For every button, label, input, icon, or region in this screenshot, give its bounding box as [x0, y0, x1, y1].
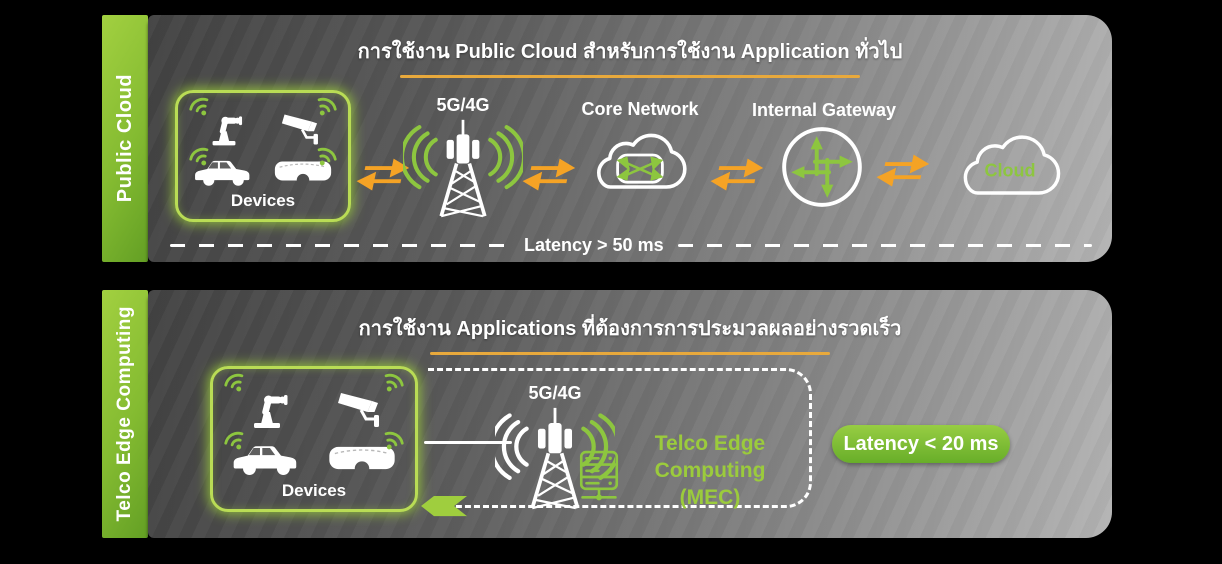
wifi-signal-icon [384, 431, 404, 450]
car-icon [194, 160, 249, 186]
devices-label: Devices [281, 481, 347, 500]
mec-label: Telco Edge Computing (MEC) [615, 430, 805, 511]
telco-edge-title: การใช้งาน Applications ที่ต้องการการประม… [358, 318, 902, 340]
connection-line [424, 441, 512, 444]
wifi-signal-icon [317, 147, 337, 166]
telco-edge-panel: การใช้งาน Applications ที่ต้องการการประม… [148, 290, 1112, 538]
devices-box: Devices [210, 366, 418, 512]
vr-goggles-device [263, 147, 342, 191]
connected-car-device [184, 147, 263, 191]
title-underline [400, 75, 860, 78]
robot-arm-device [219, 373, 314, 435]
edge-server-icon [579, 450, 619, 501]
wifi-signal-icon [224, 373, 244, 392]
cloud-icon [963, 135, 1061, 195]
cell-tower-icon [403, 119, 523, 218]
exchange-arrows-icon [522, 158, 576, 191]
robot-arm-icon [253, 395, 287, 428]
cell-tower-icon [495, 407, 615, 510]
exchange-arrows-icon [356, 158, 410, 191]
cctv-camera-device [314, 373, 409, 435]
wifi-signal-icon [189, 97, 209, 116]
mec-label-line1: Telco Edge Computing [654, 432, 766, 482]
dashed-line [677, 243, 1092, 247]
public-cloud-title-wrap: การใช้งาน Public Cloud สำหรับการใช้งาน A… [148, 35, 1112, 78]
latency-line: Latency > 50 ms [170, 235, 1092, 255]
connected-car-device [219, 431, 314, 481]
wifi-signal-icon [317, 97, 337, 116]
mec-dashed-boundary [428, 368, 812, 508]
cloud-node: Cloud [945, 121, 1075, 213]
return-arrow-icon [421, 495, 467, 517]
robot-arm-device [184, 97, 263, 151]
public-cloud-panel: การใช้งาน Public Cloud สำหรับการใช้งาน A… [148, 15, 1112, 262]
cctv-camera-device [263, 97, 342, 151]
tower-label: 5G/4G [436, 95, 490, 115]
wifi-signal-icon [224, 431, 244, 450]
telco-edge-section: Telco Edge Computing การใช้งาน Applicati… [102, 290, 1112, 538]
internal-gateway-icon [782, 127, 862, 207]
cctv-camera-icon [337, 393, 379, 427]
exchange-arrows-icon [710, 158, 764, 191]
exchange-arrows-icon [876, 154, 930, 187]
vr-goggles-icon [328, 446, 395, 470]
public-cloud-title: การใช้งาน Public Cloud สำหรับการใช้งาน A… [357, 41, 903, 63]
tower-node: 5G/4G [403, 95, 523, 218]
wifi-signal-icon [384, 373, 404, 392]
wifi-signal-icon [189, 147, 209, 166]
devices-label: Devices [230, 191, 296, 210]
cloud-label: Cloud [984, 160, 1036, 181]
dashed-line [170, 243, 510, 247]
internal-gateway-label: Internal Gateway [752, 100, 897, 120]
devices-box: Devices [175, 90, 351, 222]
vr-goggles-icon [274, 161, 331, 181]
tower-node: 5G/4G [495, 383, 615, 510]
devices-grid [219, 373, 409, 481]
internal-gateway-node: Internal Gateway [752, 100, 897, 211]
core-network-node: Core Network [580, 99, 700, 204]
latency-badge: Latency < 20 ms [832, 425, 1010, 463]
telco-edge-side-label: Telco Edge Computing [114, 306, 135, 522]
switch-arrows-icon [616, 156, 664, 181]
cctv-camera-icon [281, 114, 318, 145]
latency-label: Latency > 50 ms [524, 234, 664, 255]
car-icon [233, 446, 296, 475]
core-network-label: Core Network [581, 99, 699, 119]
vr-goggles-device [314, 431, 409, 481]
latency-badge-text: Latency < 20 ms [843, 432, 999, 455]
tower-label: 5G/4G [528, 383, 582, 403]
title-underline [430, 352, 830, 355]
mec-label-line2: (MEC) [679, 486, 741, 509]
public-cloud-section: Public Cloud การใช้งาน Public Cloud สำหร… [102, 15, 1112, 262]
core-network-cloud-icon [597, 133, 687, 189]
devices-grid [184, 97, 342, 191]
public-cloud-side-label: Public Cloud [113, 74, 136, 203]
public-cloud-side-tab: Public Cloud [102, 15, 148, 262]
telco-edge-title-wrap: การใช้งาน Applications ที่ต้องการการประม… [148, 312, 1112, 355]
robot-arm-icon [212, 116, 242, 146]
telco-edge-side-tab: Telco Edge Computing [102, 290, 148, 538]
